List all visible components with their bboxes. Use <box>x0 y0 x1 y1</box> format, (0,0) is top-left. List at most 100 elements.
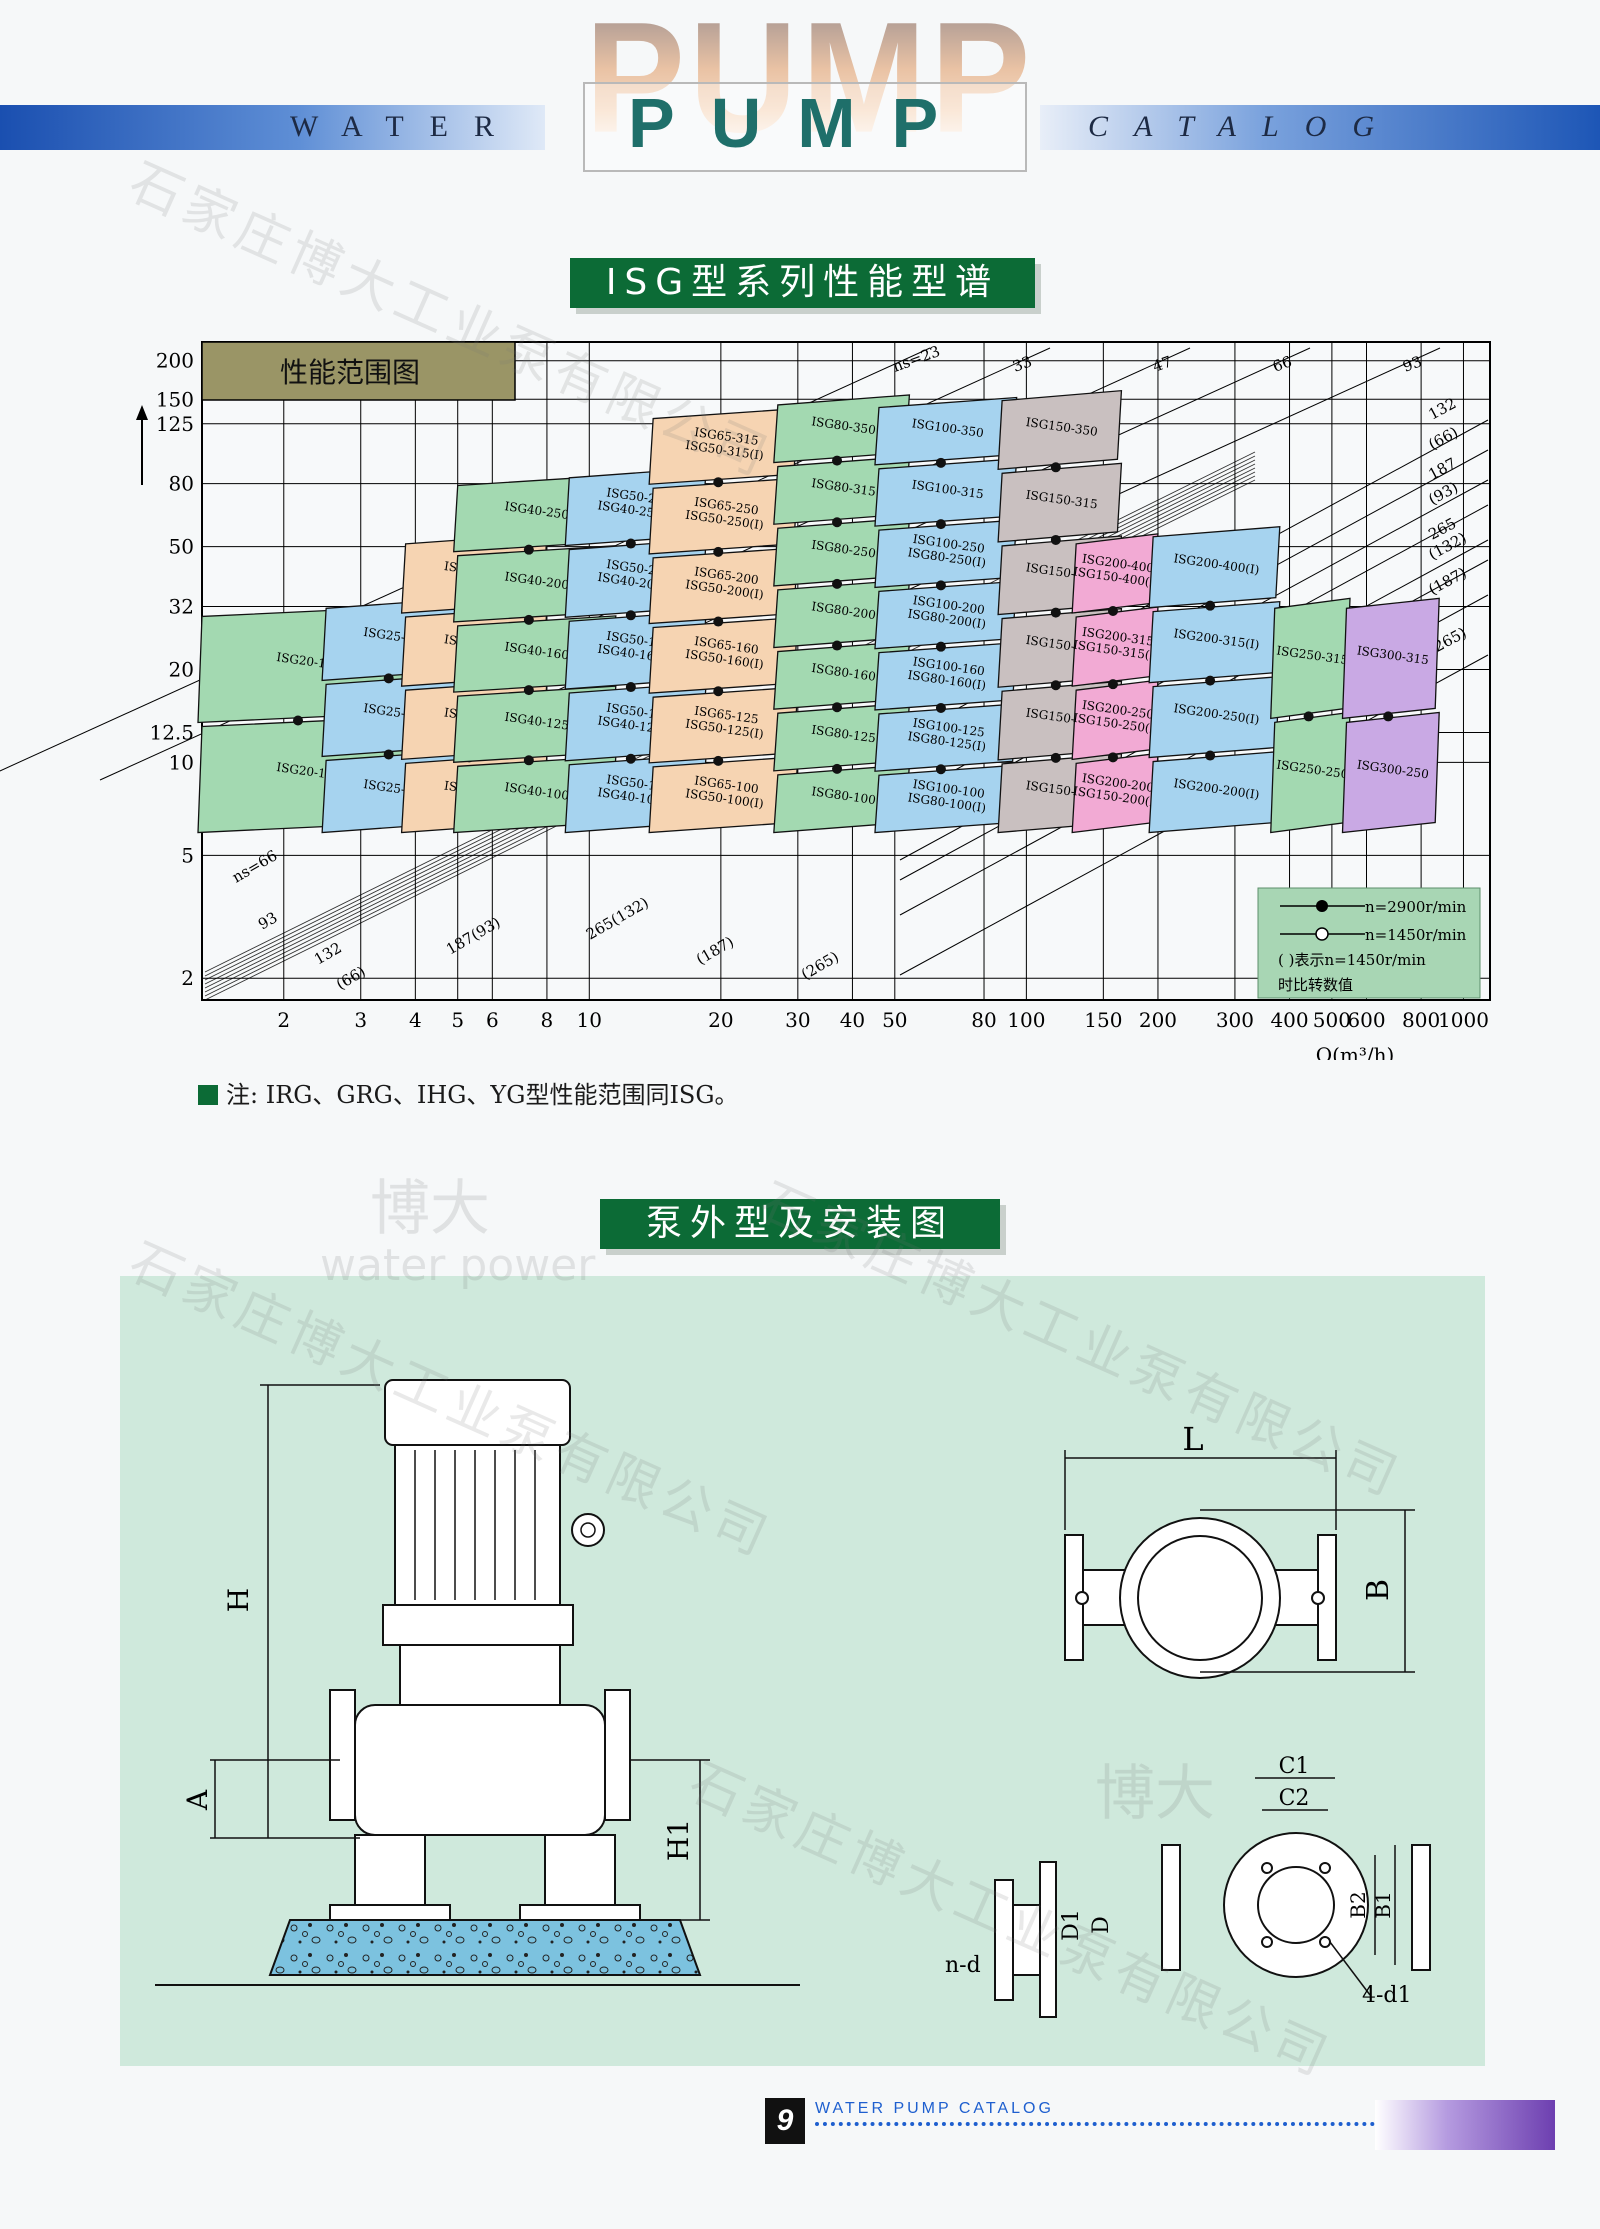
legend-2900: n=2900r/min <box>1365 898 1467 916</box>
x-tick-label: 8 <box>541 1008 554 1032</box>
label-4-d1: 4-d1 <box>1362 1983 1412 2008</box>
logo-big: PUMP <box>585 0 1035 166</box>
y-tick-label: 10 <box>169 750 194 774</box>
dim-B2: B2 <box>1346 1891 1370 1918</box>
duty-point-2900 <box>523 544 534 555</box>
x-tick-label: 50 <box>882 1008 907 1032</box>
pump-casing <box>354 1704 606 1836</box>
x-tick-label: 500 <box>1313 1008 1351 1032</box>
dim-H1: H1 <box>662 1819 695 1861</box>
watermark-brand-cn: 博大 <box>370 1174 490 1244</box>
footer-gradient <box>1375 2100 1555 2150</box>
duty-point-2900 <box>1050 607 1061 618</box>
ns-label-upper: 93 <box>1400 352 1424 375</box>
dim-H: H <box>222 1588 255 1612</box>
y-tick-label: 50 <box>169 535 194 559</box>
dim-B: B <box>1361 1579 1396 1601</box>
duty-point-2900 <box>293 715 304 726</box>
duty-point-2900 <box>832 640 843 651</box>
top-view <box>1064 1517 1337 1679</box>
duty-point-2900 <box>832 517 843 528</box>
x-tick-label: 300 <box>1216 1008 1254 1032</box>
section1-title: ISG型系列性能型谱 <box>570 258 1035 308</box>
x-tick-label: 6 <box>486 1008 499 1032</box>
x-tick-label: 800 <box>1402 1008 1440 1032</box>
y-tick-label: 125 <box>156 412 194 436</box>
duty-point-2900 <box>1205 600 1216 611</box>
duty-point-2900 <box>523 685 534 696</box>
x-tick-label: 30 <box>785 1008 810 1032</box>
page-number: 9 <box>765 2098 805 2144</box>
note-text: 注: IRG、GRG、IHG、YG型性能范围同ISG。 <box>226 1081 739 1109</box>
duty-point-2900 <box>935 580 946 591</box>
legend-paren: ( )表示n=1450r/min <box>1278 951 1426 969</box>
ns-label-upper: 33 <box>1010 352 1034 375</box>
outlet-flange <box>604 1689 631 1821</box>
duty-point-2900 <box>713 755 724 766</box>
terminal-box <box>571 1513 605 1547</box>
duty-point-2900 <box>625 610 636 621</box>
y-tick-label: 12.5 <box>149 720 194 744</box>
foot-plate-right <box>519 1904 641 1921</box>
footer-text: WATER PUMP CATALOG <box>815 2100 1054 2117</box>
x-tick-label: 3 <box>354 1008 367 1032</box>
flange-front-view <box>1161 1832 1431 1978</box>
legend-1450: n=1450r/min <box>1365 926 1467 944</box>
foundation <box>268 1919 702 1976</box>
duty-point-2900 <box>832 578 843 589</box>
duty-point-2900 <box>625 538 636 549</box>
dimension-lines-front <box>210 1384 710 1921</box>
motor-fins <box>414 1450 536 1600</box>
dim-C1: C1 <box>1279 1754 1310 1779</box>
x-tick-label: 2 <box>277 1008 290 1032</box>
duty-point-2900 <box>1303 711 1314 722</box>
duty-point-2900 <box>935 764 946 775</box>
header-band-left <box>0 105 545 150</box>
motor-flange <box>382 1604 574 1646</box>
dim-A: A <box>181 1789 214 1811</box>
foot-plate-left <box>329 1904 451 1921</box>
pump-cell <box>1341 597 1440 720</box>
x-tick-label: 600 <box>1347 1008 1385 1032</box>
pump-cell <box>874 703 1018 772</box>
section2-title: 泵外型及安装图 <box>600 1199 1000 1249</box>
duty-point-2900 <box>523 614 534 625</box>
dim-C2: C2 <box>1279 1786 1310 1811</box>
duty-point-2900 <box>1205 750 1216 761</box>
legend-dot-1450 <box>1315 927 1329 941</box>
logo-box <box>583 82 1027 172</box>
footer-dots <box>815 2122 1375 2126</box>
duty-point-2900 <box>935 519 946 530</box>
x-tick-label: 5 <box>451 1008 464 1032</box>
y-arrow-head <box>136 405 148 420</box>
chart-title: 性能范围图 <box>280 356 420 389</box>
x-tick-label: 40 <box>840 1008 865 1032</box>
duty-point-2900 <box>713 546 724 557</box>
x-tick-label: 10 <box>577 1008 602 1032</box>
x-tick-label: 400 <box>1270 1008 1308 1032</box>
y-tick-label: 80 <box>169 472 194 496</box>
y-tick-label: 2 <box>181 966 194 990</box>
duty-point-2900 <box>1107 606 1118 617</box>
dimension-lines-top <box>1064 1450 1415 1673</box>
duty-point-2900 <box>935 641 946 652</box>
duty-point-2900 <box>1205 675 1216 686</box>
x-tick-label: 200 <box>1139 1008 1177 1032</box>
duty-point-2900 <box>625 753 636 764</box>
pump-cells: ISG20-160ISG20-110ISG25-160ISG25-125ISG2… <box>197 389 1440 834</box>
dim-D1: D1 <box>1059 1909 1084 1941</box>
x-axis-label: Q(m³/h) <box>1316 1043 1395 1060</box>
duty-point-2900 <box>832 455 843 466</box>
y-tick-label: 150 <box>156 387 194 411</box>
duty-point-2900 <box>1050 462 1061 473</box>
duty-point-2900 <box>832 763 843 774</box>
dim-D: D <box>1089 1916 1114 1934</box>
legend-paren2: 时比转数值 <box>1278 976 1353 994</box>
duty-point-2900 <box>1050 752 1061 763</box>
y-tick-label: 32 <box>169 594 194 618</box>
duty-point-2900 <box>1107 752 1118 763</box>
pump-foot-left <box>354 1834 426 1916</box>
duty-point-2900 <box>935 457 946 468</box>
header-right-word: CATALOG <box>1088 110 1401 143</box>
dimension-lines-flange <box>1255 1777 1396 1996</box>
